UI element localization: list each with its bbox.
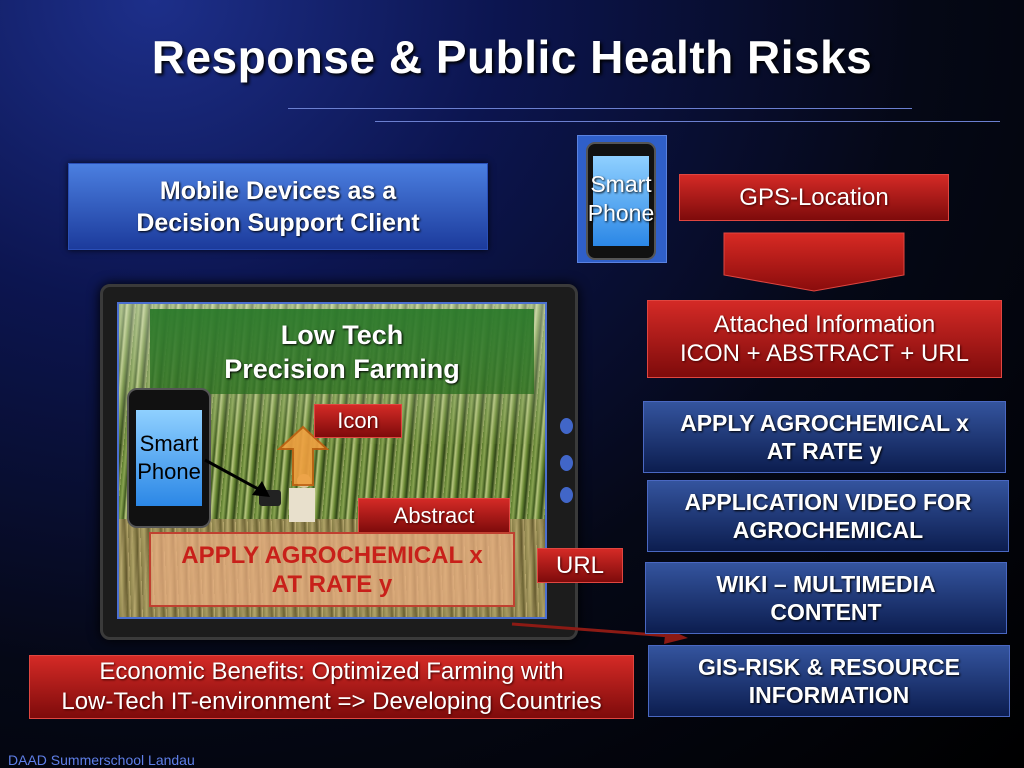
phone-label-line1: Smart bbox=[139, 431, 199, 456]
economic-line1: Economic Benefits: Optimized Farming wit… bbox=[99, 658, 564, 685]
economic-line2: Low-Tech IT-environment => Developing Co… bbox=[61, 688, 602, 715]
tablet-button-icon bbox=[560, 487, 573, 503]
info-box-gis-risk: GIS-RISK & RESOURCE INFORMATION bbox=[648, 645, 1010, 717]
info-box-line1: GIS-RISK & RESOURCE bbox=[698, 654, 960, 680]
gps-location-box: GPS-Location bbox=[679, 174, 949, 221]
tablet-button-icon bbox=[560, 455, 573, 471]
mobile-devices-box: Mobile Devices as a Decision Support Cli… bbox=[68, 163, 488, 250]
smartphone-label-line1: Smart bbox=[590, 171, 652, 197]
info-box-line2: CONTENT bbox=[770, 599, 882, 625]
info-box-wiki-multimedia: WIKI – MULTIMEDIA CONTENT bbox=[645, 562, 1007, 634]
pointer-arrow-icon bbox=[204, 458, 270, 497]
attached-line2: ICON + ABSTRACT + URL bbox=[680, 340, 969, 367]
smartphone-label-line2: Phone bbox=[587, 200, 655, 226]
url-label: URL bbox=[537, 548, 623, 583]
farmer-body bbox=[289, 488, 315, 522]
phone-label-line2: Phone bbox=[137, 459, 201, 484]
smartphone-label: Smart Phone bbox=[577, 170, 665, 228]
info-box-line2: AGROCHEMICAL bbox=[732, 517, 924, 543]
smartphone-icon bbox=[586, 142, 656, 260]
tablet-button-icon bbox=[560, 418, 573, 434]
info-box-apply-agrochemical: APPLY AGROCHEMICAL x AT RATE y bbox=[643, 401, 1006, 473]
info-box-line1: WIKI – MULTIMEDIA bbox=[716, 571, 936, 597]
title-rule-top bbox=[288, 108, 912, 109]
info-box-line2: AT RATE y bbox=[766, 438, 883, 464]
abstract-label: Abstract bbox=[358, 498, 510, 533]
info-box-line2: INFORMATION bbox=[748, 682, 910, 708]
banner-line2: Precision Farming bbox=[224, 353, 460, 384]
footer-text: DAAD Summerschool Landau bbox=[8, 752, 195, 768]
icon-label: Icon bbox=[314, 404, 402, 438]
apply-line1: APPLY AGROCHEMICAL x bbox=[181, 541, 483, 569]
attached-information-box: Attached Information ICON + ABSTRACT + U… bbox=[647, 300, 1002, 378]
mobile-devices-line1: Mobile Devices as a bbox=[159, 176, 397, 205]
economic-benefits-box: Economic Benefits: Optimized Farming wit… bbox=[29, 655, 634, 719]
info-box-application-video: APPLICATION VIDEO FOR AGROCHEMICAL bbox=[647, 480, 1009, 552]
smartphone-icon: Smart Phone bbox=[127, 388, 211, 528]
attached-line1: Attached Information bbox=[713, 311, 936, 338]
info-box-line1: APPLY AGROCHEMICAL x bbox=[680, 410, 969, 436]
apply-line2: AT RATE y bbox=[271, 570, 393, 598]
title-rule-bottom bbox=[375, 121, 1000, 122]
mobile-devices-line2: Decision Support Client bbox=[136, 208, 420, 237]
down-arrow-icon bbox=[723, 232, 905, 292]
up-arrow-icon bbox=[277, 425, 329, 486]
slide-title: Response & Public Health Risks bbox=[151, 31, 873, 83]
info-box-line1: APPLICATION VIDEO FOR bbox=[684, 489, 972, 515]
apply-agrochemical-overlay: APPLY AGROCHEMICAL x AT RATE y bbox=[149, 532, 515, 607]
precision-farming-banner: Low Tech Precision Farming bbox=[150, 309, 534, 394]
banner-line1: Low Tech bbox=[280, 319, 404, 350]
